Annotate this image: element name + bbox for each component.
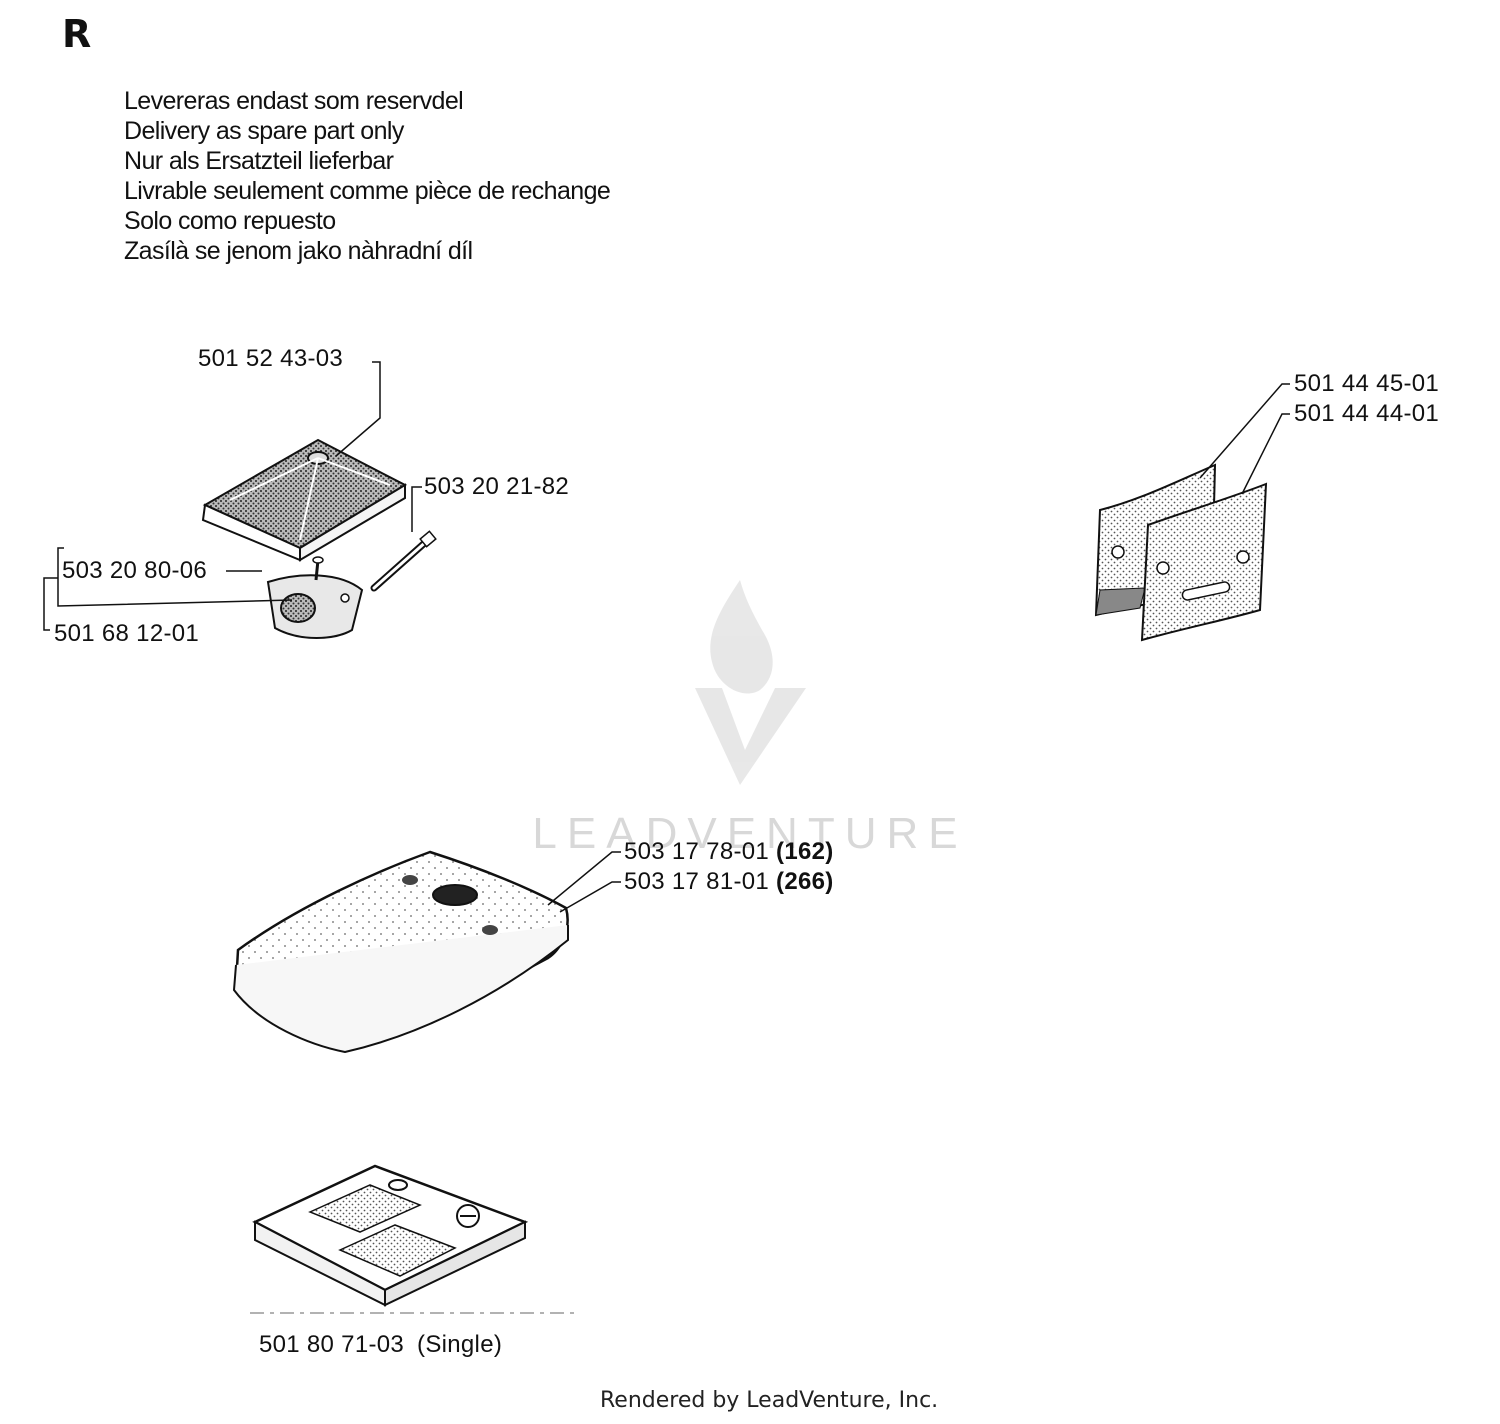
watermark-text: LEADVENTURE xyxy=(532,809,967,858)
part-number-text: 503 17 78-01 xyxy=(624,838,770,865)
part-number-foam-162[interactable]: 503 17 78-01 (162) xyxy=(624,838,834,866)
watermark-logo xyxy=(695,580,806,785)
plate-b-part[interactable] xyxy=(1140,482,1268,642)
part-number-air-filter-top[interactable]: 501 52 43-03 xyxy=(198,345,344,372)
bracket-line xyxy=(57,547,293,607)
part-number-text: 503 17 81-01 xyxy=(624,868,770,895)
section-letter: R xyxy=(62,12,92,56)
variant-suffix: (Single) xyxy=(417,1331,503,1358)
part-number-foam-266[interactable]: 503 17 81-01 (266) xyxy=(624,868,834,896)
footer-credit: Rendered by LeadVenture, Inc. xyxy=(600,1388,939,1413)
part-number-text: 501 80 71-03 xyxy=(259,1331,405,1358)
note-spanish: Solo como repuesto xyxy=(124,207,336,235)
note-english: Delivery as spare part only xyxy=(124,117,404,145)
rod-part[interactable] xyxy=(370,530,437,592)
foam-pad-part[interactable] xyxy=(232,850,569,1054)
model-suffix: (162) xyxy=(776,838,834,865)
leader-line xyxy=(335,361,381,457)
part-number-rod[interactable]: 503 20 21-82 xyxy=(424,473,570,500)
part-number-filter-cover[interactable]: 501 80 71-03 (Single) xyxy=(259,1331,502,1359)
filter-cover-part[interactable] xyxy=(252,1164,529,1307)
leader-line xyxy=(559,881,621,913)
note-czech: Zasílà se jenom jako nàhradní díl xyxy=(124,237,473,265)
leader-line xyxy=(547,851,621,906)
part-number-plate-a[interactable]: 501 44 45-01 xyxy=(1294,370,1440,397)
air-filter-top-part[interactable] xyxy=(201,438,408,562)
note-swedish: Levereras endast som reservdel xyxy=(124,87,464,115)
leader-line xyxy=(1199,383,1290,479)
leader-line xyxy=(411,486,422,532)
note-german: Nur als Ersatzteil lieferbar xyxy=(124,147,394,175)
leader-line xyxy=(1241,413,1290,495)
note-french: Livrable seulement comme pièce de rechan… xyxy=(124,177,611,205)
carb-flange-part[interactable] xyxy=(266,556,364,639)
spare-part-notes: Levereras endast som reservdel Delivery … xyxy=(124,86,611,266)
part-number-flange-kit[interactable]: 501 68 12-01 xyxy=(54,620,200,647)
bracket-line xyxy=(43,577,58,631)
model-suffix: (266) xyxy=(776,868,834,895)
part-number-carb-flange[interactable]: 503 20 80-06 xyxy=(62,557,208,584)
part-number-plate-b[interactable]: 501 44 44-01 xyxy=(1294,400,1440,427)
